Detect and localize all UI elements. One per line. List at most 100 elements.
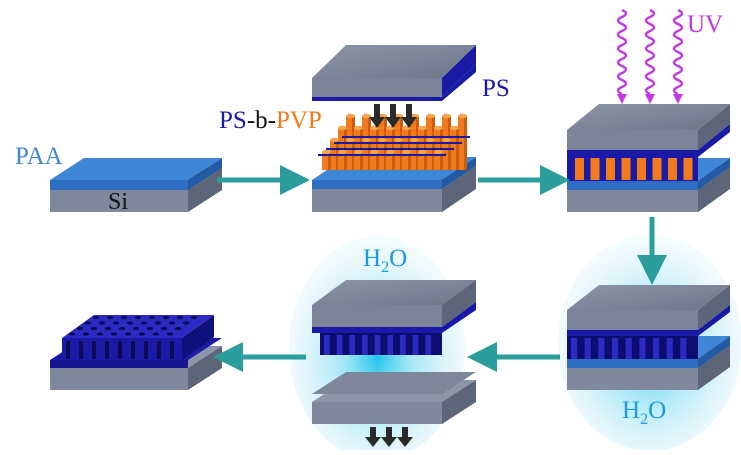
pore-hole xyxy=(132,326,140,331)
pore-hole xyxy=(104,326,112,331)
pvp-cylinder xyxy=(606,158,615,180)
pore-hole xyxy=(120,315,128,320)
pore-wall xyxy=(625,338,632,359)
ps-slab-top xyxy=(312,45,476,101)
pore-hole xyxy=(90,326,98,331)
panel-h2o-right xyxy=(567,285,730,390)
pore-hole xyxy=(146,326,154,331)
pore-channel xyxy=(170,341,174,359)
label-uv: UV xyxy=(687,11,724,38)
pore-hole xyxy=(126,321,134,325)
pore-hole xyxy=(110,332,118,336)
pvp-cylinder xyxy=(442,137,451,170)
pore-channel xyxy=(79,341,83,359)
h2o-o-2: O xyxy=(648,397,667,424)
pore-hole xyxy=(138,332,146,336)
down-arrows-top xyxy=(369,104,417,128)
pore-wall xyxy=(639,338,646,359)
pore-hole xyxy=(118,326,126,331)
pore-channel xyxy=(131,341,135,359)
pvp-cylinder xyxy=(652,158,662,180)
panel-h2o-middle xyxy=(312,280,476,424)
pore-hole xyxy=(154,321,162,325)
pore-wall xyxy=(666,338,673,359)
uv-wave xyxy=(616,8,628,96)
pore-channel xyxy=(105,341,109,359)
pvp-cylinder xyxy=(386,149,395,170)
h2o-sub: 2 xyxy=(381,259,390,276)
pvp-cylinder xyxy=(418,149,427,170)
pvp-cylinder xyxy=(402,149,411,170)
pore-channel xyxy=(144,341,148,359)
label-h2o-bottom: H2O xyxy=(622,398,666,428)
pore-wall xyxy=(387,335,394,355)
pvp-cylinder xyxy=(322,149,331,170)
pore-hole xyxy=(84,321,92,325)
pore-hole xyxy=(190,315,198,320)
pvp-cylinder xyxy=(458,113,467,170)
uv-arrowhead xyxy=(645,94,655,104)
label-ps: PS xyxy=(482,75,510,102)
pore-hole xyxy=(168,321,176,325)
ps-film xyxy=(567,157,698,181)
pvp-cylinder xyxy=(621,158,631,180)
pore-hole xyxy=(82,332,90,336)
pore-wall xyxy=(412,335,419,355)
h2o-h-2: H xyxy=(622,397,641,424)
label-b-part: -b- xyxy=(246,107,276,134)
pore-hole xyxy=(68,332,76,336)
pvp-cylinder xyxy=(575,158,584,180)
pore-hole xyxy=(76,326,84,331)
pore-channel xyxy=(66,341,70,359)
pore-hole xyxy=(174,326,182,331)
pore-hole xyxy=(124,332,132,336)
pore-wall xyxy=(571,338,578,359)
pvp-cylinder xyxy=(338,149,347,170)
pvp-cylinder xyxy=(434,149,443,170)
pore-wall xyxy=(425,335,432,355)
pore-wall xyxy=(324,335,330,355)
pore-hole xyxy=(140,321,148,325)
uv-wave xyxy=(672,8,684,96)
label-ps-b-pvp: PS-b-PVP xyxy=(219,108,322,133)
label-pvp-part: PVP xyxy=(275,107,322,134)
pvp-cylinder xyxy=(668,158,677,180)
panel-final xyxy=(50,315,222,390)
pore-hole xyxy=(152,332,160,336)
panel-paa-si xyxy=(50,158,222,212)
pore-hole xyxy=(166,332,174,336)
pore-hole xyxy=(112,321,120,325)
h2o-sub-2: 2 xyxy=(640,411,649,428)
pore-hole xyxy=(96,332,104,336)
pore-wall xyxy=(653,338,660,359)
pore-hole xyxy=(176,315,184,320)
pore-hole xyxy=(98,321,106,325)
pore-channel xyxy=(157,341,161,359)
pore-wall xyxy=(612,338,619,359)
label-h2o-top: H2O xyxy=(363,246,407,276)
pore-wall xyxy=(584,338,591,359)
label-si: Si xyxy=(108,189,129,215)
uv-wave xyxy=(644,8,656,96)
pore-hole xyxy=(162,315,170,320)
pore-hole xyxy=(182,321,190,325)
pvp-cylinder xyxy=(370,149,379,170)
pvp-cylinder xyxy=(354,149,363,170)
pore-wall xyxy=(349,335,356,355)
panel-pspvp xyxy=(312,113,476,212)
panel-uv xyxy=(567,104,730,212)
pore-wall xyxy=(374,335,381,355)
pvp-cylinder xyxy=(450,125,459,170)
porous-top xyxy=(62,315,214,338)
pore-wall xyxy=(400,335,406,355)
pvp-cylinder xyxy=(590,158,600,180)
uv-rays xyxy=(616,8,684,104)
porous-side xyxy=(182,315,214,360)
pore-hole xyxy=(134,315,142,320)
pvp-cylinder xyxy=(637,158,646,180)
pore-wall xyxy=(336,335,343,355)
pore-channel xyxy=(92,341,96,359)
pore-hole xyxy=(160,326,168,331)
